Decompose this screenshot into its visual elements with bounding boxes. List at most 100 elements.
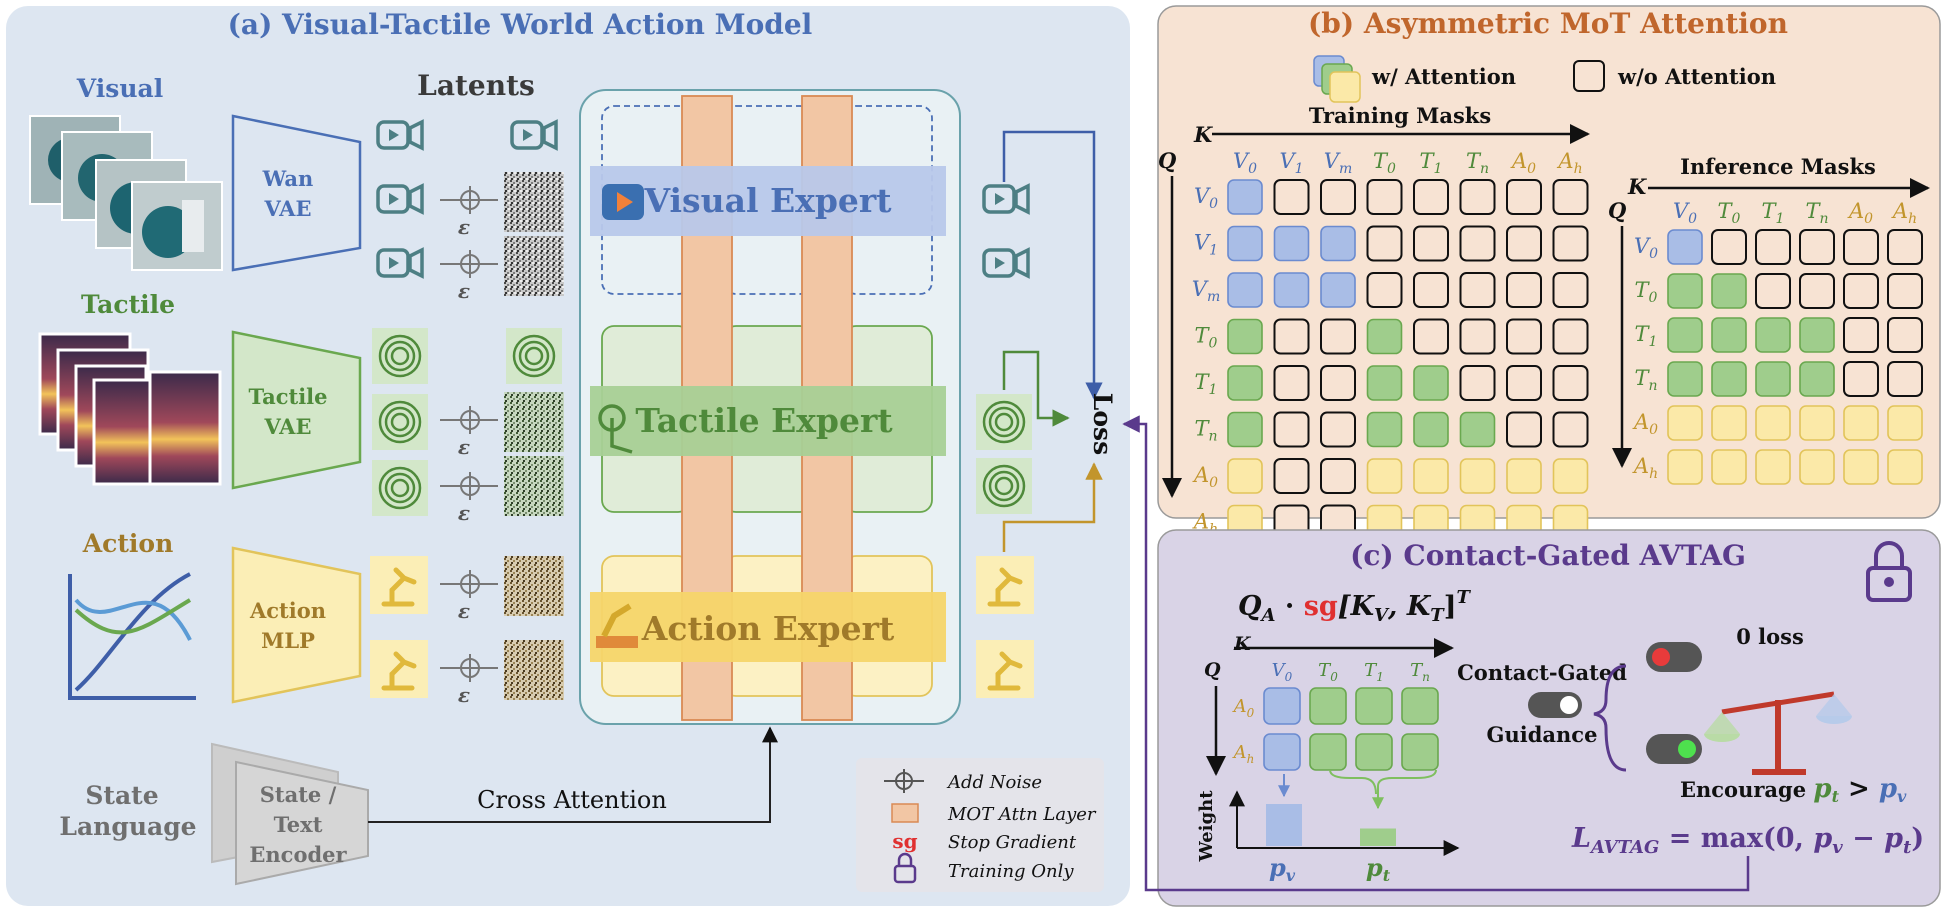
add-noise-icon: ε — [440, 250, 498, 303]
inference-mask-cell — [1799, 273, 1835, 309]
fingerprint-icon — [372, 394, 428, 450]
training-mask-cell — [1320, 365, 1356, 401]
inference-mask-cell — [1667, 229, 1703, 265]
action-latent-icons — [370, 556, 564, 700]
inference-mask-col-label: Ah — [1891, 199, 1917, 227]
pt-brace-right — [1377, 769, 1437, 787]
panel-b-title: (b) Asymmetric MoT Attention — [1308, 7, 1788, 40]
inference-mask-cell — [1711, 449, 1747, 485]
avtag-to-loss-arrow — [1122, 415, 1750, 892]
training-mask-cell — [1552, 458, 1589, 494]
training-mask-cell — [1506, 458, 1542, 494]
action-expert-label: Action Expert — [641, 609, 895, 648]
camera-icon — [982, 183, 1030, 215]
c-mask-row-label: A0 — [1232, 696, 1255, 720]
training-mask-cell — [1366, 225, 1403, 262]
c-mask-cell — [1309, 687, 1347, 725]
visual-expert-label: Visual Expert — [643, 181, 892, 220]
mot-layer-swatch — [891, 803, 919, 823]
training-mask-cell — [1273, 179, 1310, 215]
c-mask-col-label: T0 — [1318, 660, 1338, 684]
action-output-icons — [976, 556, 1034, 698]
c-mask-col-label: Tn — [1410, 660, 1430, 684]
training-mask-col-label: V0 — [1233, 149, 1257, 177]
panel-c-title: (c) Contact-Gated AVTAG — [1350, 539, 1746, 572]
action-trajectory-plot — [68, 572, 196, 700]
inference-mask-cell — [1799, 229, 1835, 265]
inference-mask-cell — [1799, 449, 1835, 485]
tactile-vae-encoder: Tactile VAE — [231, 330, 362, 490]
c-k-axis-label: K — [1233, 633, 1252, 655]
training-mask-cell — [1459, 411, 1496, 448]
training-mask-cell — [1320, 318, 1356, 355]
inference-mask-cell — [1843, 229, 1879, 265]
encourage-statement: Encourage pt > pv — [1680, 774, 1907, 806]
toggle-on-icon — [1646, 734, 1702, 764]
training-mask-row-label: V0 — [1194, 184, 1218, 212]
inference-mask-cell — [1755, 229, 1791, 265]
tactile-vae-line2: VAE — [264, 414, 312, 439]
inference-mask-row-label: Tn — [1634, 366, 1657, 394]
training-mask-cell — [1227, 272, 1263, 308]
pv-label: pv — [1269, 853, 1296, 885]
panel-c: (c) Contact-Gated AVTAG QA · sg[KV, KT]T… — [1122, 415, 1941, 907]
inference-mask-cell — [1667, 273, 1703, 309]
inference-mask-col-label: T1 — [1762, 199, 1785, 227]
add-noise-icon — [884, 769, 924, 793]
noisy-action-latent — [504, 640, 564, 700]
c-mask-col-label: V0 — [1272, 660, 1293, 684]
tactile-output-icons — [976, 394, 1032, 514]
inference-mask-cell — [1667, 449, 1703, 485]
toggle-off-icon — [1646, 642, 1702, 672]
inference-mask-cell — [1799, 361, 1835, 397]
inference-mask-cell — [1799, 317, 1835, 353]
formula-qa-sg: QA · sg[KV, KT]T — [1238, 587, 1471, 626]
training-mask-cell — [1273, 411, 1310, 448]
training-mask-cell — [1459, 365, 1496, 401]
training-mask-cell — [1366, 318, 1403, 355]
wan-vae-line2: VAE — [264, 196, 312, 221]
latents-label: Latents — [417, 69, 535, 102]
training-mask-cell — [1366, 458, 1403, 494]
inference-mask-cell — [1887, 361, 1923, 397]
visual-label: Visual — [76, 74, 163, 103]
training-mask-row-label: A0 — [1192, 463, 1218, 491]
training-mask-cell — [1413, 365, 1449, 401]
training-mask-col-label: T1 — [1420, 149, 1443, 177]
pt-bar — [1360, 828, 1396, 846]
training-mask-cell — [1552, 225, 1589, 262]
training-mask-row-label: Tn — [1194, 417, 1217, 445]
training-mask-cell — [1413, 458, 1449, 494]
training-mask-cell — [1320, 458, 1356, 494]
noise-epsilon-label: ε — [458, 435, 470, 459]
pt-label: pt — [1366, 853, 1391, 885]
lock-icon — [1866, 541, 1912, 602]
training-mask-cell — [1227, 458, 1263, 494]
noisy-tactile-latent — [504, 392, 564, 452]
training-mask-cell — [1320, 411, 1356, 448]
inference-mask-cell — [1843, 361, 1879, 397]
legend-training-only: Training Only — [948, 861, 1074, 882]
training-mask-col-label: T0 — [1373, 149, 1396, 177]
robot-arm-icon — [596, 603, 638, 648]
training-mask-cell — [1413, 411, 1449, 448]
training-mask-cell — [1320, 179, 1356, 215]
tactile-latent-icons — [372, 328, 564, 516]
noisy-action-latent — [504, 556, 564, 616]
training-mask-cell — [1506, 179, 1542, 215]
noisy-tactile-latent — [504, 456, 564, 516]
training-mask-cell — [1459, 179, 1496, 215]
training-mask-col-label: Vm — [1324, 149, 1352, 177]
inference-mask-cell — [1843, 317, 1879, 353]
training-mask-row-label: V1 — [1194, 231, 1218, 259]
training-mask-row-label: T1 — [1195, 370, 1218, 398]
training-mask-cell — [1506, 318, 1542, 355]
training-mask-cell — [1459, 458, 1496, 494]
action-label: Action — [82, 529, 174, 558]
train-k-axis-label: K — [1193, 122, 1213, 147]
train-q-axis-label: Q — [1158, 148, 1176, 173]
training-mask-cell — [1506, 272, 1542, 308]
camera-icon — [510, 119, 558, 151]
noisy-visual-latent — [504, 236, 564, 296]
